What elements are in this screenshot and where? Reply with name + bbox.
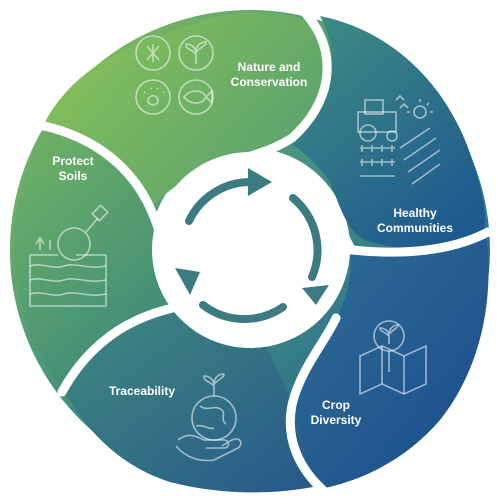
globe-hand-icon <box>175 373 242 462</box>
wildlife-icons <box>135 35 214 115</box>
segment-crop-diversity[interactable] <box>286 236 489 488</box>
paw-icon <box>143 87 165 106</box>
arrow-head-top-icon <box>248 168 272 196</box>
bug-icon <box>146 44 160 62</box>
cycle-arrows <box>185 178 322 324</box>
sprout-icon <box>185 41 207 64</box>
soil-magnifier-icon <box>29 204 109 307</box>
label-traceability: Traceability <box>108 384 176 398</box>
fish-icon <box>182 89 213 105</box>
map-pin-sprout-icon <box>359 320 427 396</box>
segment-traceability[interactable] <box>64 304 318 493</box>
arrow-head-left-icon <box>175 268 200 295</box>
tractor-field-icon <box>357 94 441 185</box>
arrow-head-right-icon <box>302 285 329 305</box>
